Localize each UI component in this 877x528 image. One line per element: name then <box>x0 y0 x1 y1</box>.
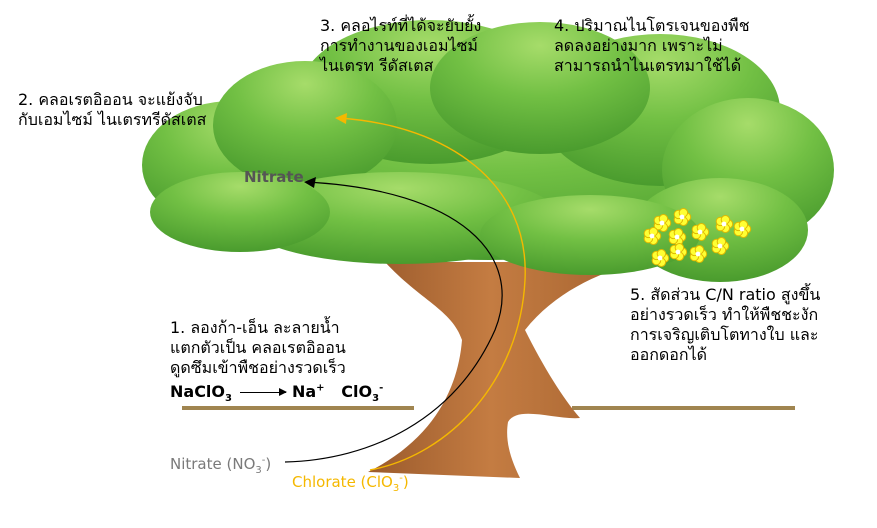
flower <box>651 249 670 267</box>
step-4-line-3: สามารถนำไนเตรทมาใช้ได้ <box>554 56 742 75</box>
reactant: NaClO3 <box>170 382 232 405</box>
step-5-note: 5. สัดส่วน C/N ratio สูงขึ้น อย่างรวดเร็… <box>630 285 820 365</box>
step-3-line-3: ไนเตรท รีดัสเตส <box>320 56 434 75</box>
step-5-line-1: 5. สัดส่วน C/N ratio สูงขึ้น <box>630 285 821 304</box>
step-1-note: 1. ลองก้า-เอ็น ละลายน้ำ แตกตัวเป็น คลอเร… <box>170 318 346 378</box>
step-2-note: 2. คลอเรตอิออน จะแย้งจับ กับเอมไซม์ ไนเต… <box>18 90 206 130</box>
step-4-line-2: ลดลงอย่างมาก เพราะไม่ <box>554 36 723 55</box>
step-5-line-4: ออกดอกได้ <box>630 345 708 364</box>
nitrate-uptake-path <box>284 181 503 463</box>
nitrate-arrowhead <box>304 177 316 188</box>
flower <box>669 243 688 261</box>
step-3-line-1: 3. คลอไรท์ที่ได้จะยับยั้ง <box>320 16 482 35</box>
step-3-note: 3. คลอไรท์ที่ได้จะยับยั้ง การทำงานของเอม… <box>320 16 481 76</box>
flower-cluster <box>643 208 752 267</box>
product-chlorate: ClO3- <box>341 382 384 405</box>
reaction-arrow <box>239 388 287 396</box>
step-3-line-2: การทำงานของเอมไซม์ <box>320 36 478 55</box>
chlorate-arrowhead <box>335 113 347 124</box>
flower <box>668 228 687 247</box>
flower <box>689 245 708 263</box>
step-1-line-2: แตกตัวเป็น คลอเรตอิออน <box>170 338 346 357</box>
dissociation-equation: NaClO3 Na+ ClO3- <box>170 382 383 404</box>
step-4-line-1: 4. ปริมาณไนโตรเจนของพืช <box>554 16 750 35</box>
flower <box>691 223 710 242</box>
tree-trunk <box>368 262 640 478</box>
flower <box>715 215 734 234</box>
flower <box>643 227 662 246</box>
step-2-line-2: กับเอมไซม์ ไนเตรทรีดัสเตส <box>18 110 207 129</box>
step-5-line-2: อย่างรวดเร็ว ทำให้พืชชะงัก <box>630 305 819 324</box>
step-2-line-1: 2. คลอเรตอิออน จะแย้งจับ <box>18 90 203 109</box>
step-5-line-3: การเจริญเติบโตทางใบ และ <box>630 325 819 344</box>
flower <box>673 208 692 227</box>
chlorate-uptake-path <box>337 117 526 471</box>
step-4-note: 4. ปริมาณไนโตรเจนของพืช ลดลงอย่างมาก เพร… <box>554 16 750 76</box>
chlorate-ion-label: Chlorate (ClO3-) <box>292 473 409 494</box>
nitrate-label: Nitrate <box>244 168 304 186</box>
step-1-line-3: ดูดซึมเข้าพืชอย่างรวดเร็ว <box>170 358 346 377</box>
flower <box>733 220 752 239</box>
nitrate-ion-label: Nitrate (NO3-) <box>170 455 272 476</box>
flower <box>711 237 730 256</box>
product-sodium: Na+ <box>291 382 325 401</box>
flower <box>653 214 672 233</box>
step-1-line-1: 1. ลองก้า-เอ็น ละลายน้ำ <box>170 318 340 337</box>
